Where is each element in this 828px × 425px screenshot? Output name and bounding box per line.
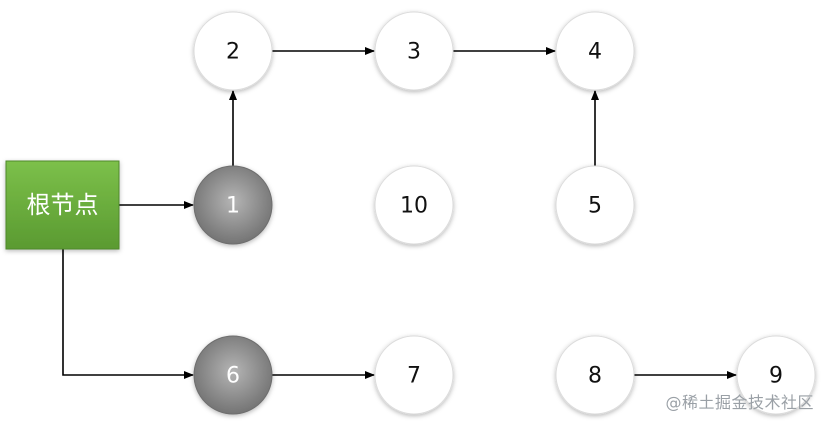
node-9: 9: [736, 335, 816, 415]
node-10-label: 10: [400, 194, 428, 219]
node-3-label: 3: [407, 40, 421, 65]
node-9-label: 9: [769, 364, 783, 389]
node-1-circle: [193, 165, 273, 245]
node-5-circle: [555, 165, 635, 245]
root-node: 根节点: [5, 160, 120, 250]
node-6-label: 6: [226, 364, 240, 389]
node-2-circle: [193, 11, 273, 91]
node-5-label: 5: [588, 194, 602, 219]
nodes: 1 2 3 4 5 6 7 8 9 10: [193, 11, 816, 415]
node-6: 6: [193, 335, 273, 415]
node-7-circle: [374, 335, 454, 415]
node-1: 1: [193, 165, 273, 245]
node-8-label: 8: [588, 364, 602, 389]
node-3: 3: [374, 11, 454, 91]
watermark: @稀土掘金技术社区: [665, 393, 814, 412]
node-9-circle: [736, 335, 816, 415]
node-8: 8: [555, 335, 635, 415]
node-2: 2: [193, 11, 273, 91]
node-4: 4: [555, 11, 635, 91]
root-node-box: [5, 160, 120, 250]
node-1-label: 1: [226, 194, 240, 219]
node-3-circle: [374, 11, 454, 91]
node-10: 10: [374, 165, 454, 245]
node-4-label: 4: [588, 40, 602, 65]
edges: [62, 47, 737, 379]
node-4-circle: [555, 11, 635, 91]
node-10-circle: [374, 165, 454, 245]
node-8-circle: [555, 335, 635, 415]
edge-root-to-6: [62, 249, 194, 379]
root-node-label: 根节点: [27, 191, 99, 219]
node-2-label: 2: [226, 40, 240, 65]
node-7: 7: [374, 335, 454, 415]
node-6-circle: [193, 335, 273, 415]
node-7-label: 7: [407, 364, 421, 389]
node-5: 5: [555, 165, 635, 245]
